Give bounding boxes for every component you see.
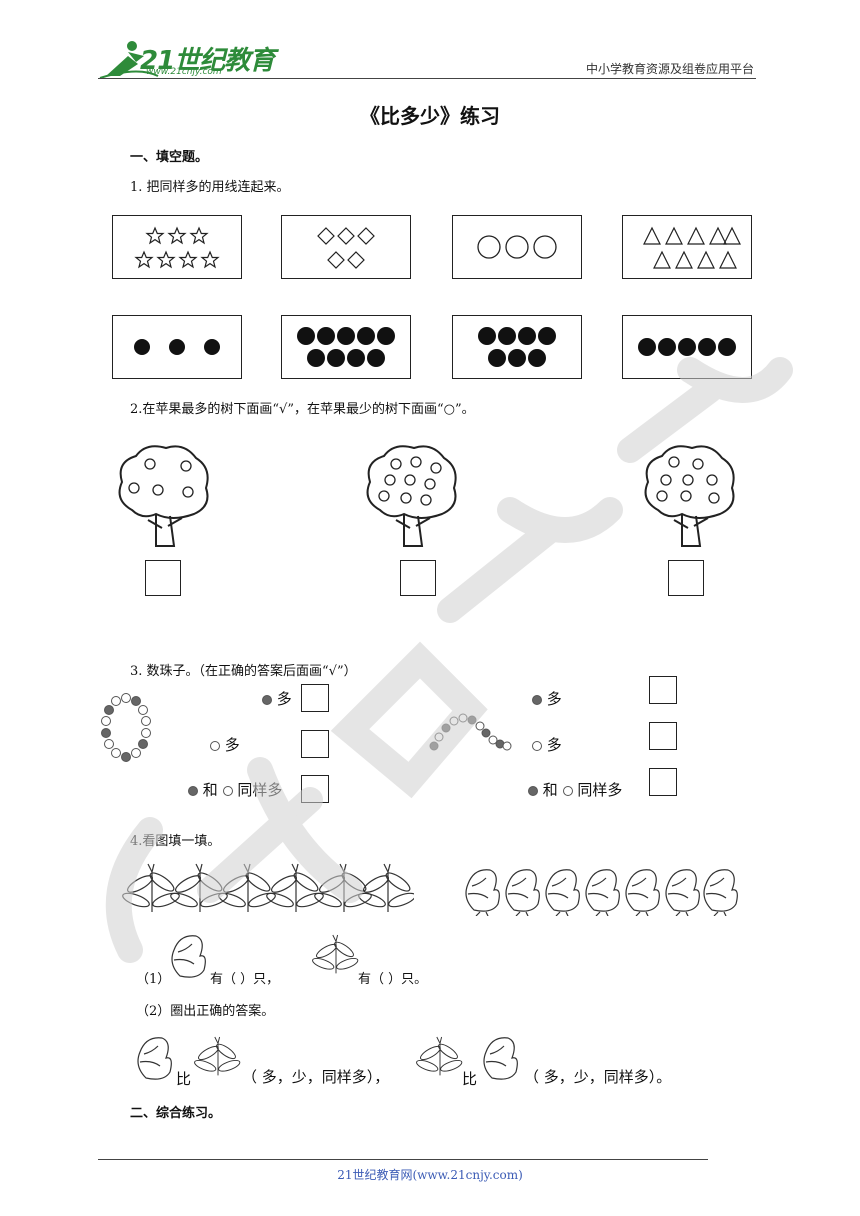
arc-light-more-label: 多	[532, 734, 562, 755]
apple-tree-icon	[644, 445, 735, 547]
footer-divider	[98, 1159, 708, 1160]
choice-b[interactable]: （ 多，少，同样多）。	[524, 1068, 672, 1086]
answer-box-ring-dark[interactable]	[301, 684, 329, 712]
light-bead-icon	[210, 741, 220, 751]
dark-bead-icon	[528, 786, 538, 796]
dragonfly-icon	[416, 1036, 464, 1076]
butterfly-icon	[137, 1037, 172, 1080]
diamond-group-icon	[317, 227, 375, 269]
compare-word: 比	[462, 1070, 478, 1088]
arc-dark-more-label: 多	[532, 688, 562, 709]
label-text: 多	[276, 690, 292, 708]
bead-arc-icon	[429, 713, 512, 751]
light-bead-icon	[222, 786, 233, 796]
logo-url: www.21cnjy.com	[146, 67, 222, 77]
box-stars	[112, 215, 242, 279]
header-divider	[98, 78, 756, 79]
box-diamonds	[281, 215, 411, 279]
page-title: 《比多少》练习	[360, 104, 500, 128]
bead-ring-icon	[101, 693, 151, 762]
box-triangles	[622, 215, 752, 279]
dark-bead-icon	[262, 695, 272, 705]
butterfly-icon	[483, 1037, 518, 1080]
q4-part1-dragonfly-count: 有（ ）只。	[358, 972, 428, 987]
circle-group-icon	[477, 235, 557, 259]
answer-box-arc-same[interactable]	[649, 768, 677, 796]
q4-part2: （2）圈出正确的答案。	[136, 1004, 275, 1019]
answer-box-ring-light[interactable]	[301, 730, 329, 758]
logo-runner-icon	[99, 41, 159, 79]
triangle-group-icon	[643, 226, 741, 269]
dragonfly-row-icon	[122, 863, 414, 913]
light-bead-icon	[562, 786, 573, 796]
section-heading-practice: 二、综合练习。	[130, 1106, 222, 1121]
label-text: 多	[546, 736, 562, 754]
light-bead-icon	[532, 741, 542, 751]
label-text: 和	[202, 781, 218, 799]
label-text: 同样多	[237, 781, 283, 799]
bead-dark-more-label: 多	[262, 688, 292, 709]
apple-tree-icon	[366, 445, 457, 547]
answer-box-arc-light[interactable]	[649, 722, 677, 750]
platform-name: 中小学教育资源及组卷应用平台	[585, 62, 754, 76]
watermark-icon	[105, 357, 793, 963]
box-5-dots	[622, 315, 752, 379]
answer-box-tree-3[interactable]	[668, 560, 704, 596]
dark-bead-icon	[532, 695, 542, 705]
bead-light-more-label: 多	[210, 734, 240, 755]
box-9-dots	[281, 315, 411, 379]
section-heading-fill: 一、填空题。	[130, 150, 209, 165]
label-text: 和	[542, 781, 558, 799]
question-3: 3. 数珠子。（在正确的答案后面画“√”）	[130, 664, 357, 679]
dot-group-icon	[134, 339, 220, 355]
choice-a[interactable]: （ 多，少，同样多），	[242, 1068, 390, 1086]
butterfly-icon	[171, 935, 206, 978]
arc-same-label: 和 同样多	[528, 779, 622, 800]
bead-same-label: 和 同样多	[188, 779, 282, 800]
dragonfly-icon	[194, 1036, 242, 1076]
question-4: 4.看图填一填。	[130, 834, 221, 849]
question-1: 1. 把同样多的用线连起来。	[130, 180, 290, 195]
footer-link[interactable]: 21世纪教育网(www.21cnjy.com)	[337, 1168, 523, 1182]
dot-group-icon	[297, 327, 395, 367]
apple-tree-icon	[118, 445, 209, 547]
question-2: 2.在苹果最多的树下面画“√”，在苹果最少的树下面画“○”。	[130, 402, 475, 417]
answer-box-ring-same[interactable]	[301, 775, 329, 803]
box-circles	[452, 215, 582, 279]
compare-word: 比	[176, 1070, 192, 1088]
dot-group-icon	[478, 327, 556, 367]
answer-box-tree-2[interactable]	[400, 560, 436, 596]
dragonfly-icon	[312, 934, 360, 974]
answer-box-tree-1[interactable]	[145, 560, 181, 596]
dot-group-icon	[638, 338, 736, 356]
answer-box-arc-dark[interactable]	[649, 676, 677, 704]
q4-part1-prefix: （1）	[136, 972, 171, 987]
label-text: 同样多	[577, 781, 623, 799]
label-text: 多	[224, 736, 240, 754]
q4-part1-butterfly-count: 有（ ）只，	[210, 972, 280, 987]
dark-bead-icon	[188, 786, 198, 796]
box-7-dots	[452, 315, 582, 379]
logo-text: 21世纪教育	[140, 46, 275, 76]
butterfly-row-icon	[465, 869, 738, 916]
star-group-icon	[134, 226, 220, 269]
box-3-dots	[112, 315, 242, 379]
label-text: 多	[546, 690, 562, 708]
